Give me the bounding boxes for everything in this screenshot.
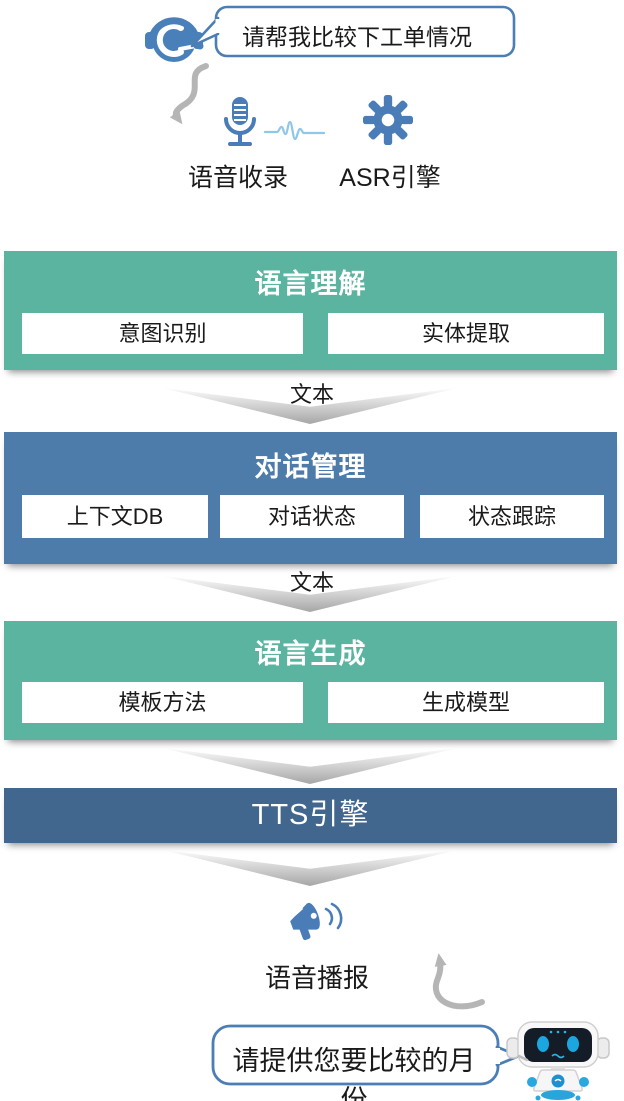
agent-headset-icon: [145, 17, 204, 62]
nlu-item-entity-extraction: 实体提取: [328, 313, 604, 354]
connector-dm-nlg-label: 文本: [289, 570, 334, 595]
stage-nlu-title: 语言理解: [254, 269, 367, 299]
stage-block-dm: 对话管理 上下文DB 对话状态 状态跟踪: [4, 432, 617, 564]
gear-icon: [363, 95, 413, 145]
nlu-item-intent-recognition: 意图识别: [22, 313, 303, 354]
bot-speech-bubble-text: 请提供您要比较的月份: [232, 1046, 476, 1101]
robot-icon: [506, 1021, 610, 1101]
stage-nlg-title: 语言生成: [254, 639, 367, 669]
megaphone-icon: [290, 902, 343, 941]
voice-capture-label: 语音收录: [187, 164, 288, 192]
nlg-item-generative-model: 生成模型: [328, 682, 604, 723]
dm-item-state-tracking: 状态跟踪: [420, 495, 604, 538]
stage-tts-title: TTS引擎: [251, 799, 370, 831]
stage-block-tts: TTS引擎: [4, 788, 617, 843]
dm-item-context-db: 上下文DB: [22, 495, 208, 538]
stage-block-nlu: 语言理解 意图识别 实体提取: [4, 251, 617, 370]
user-speech-bubble-text: 请帮我比较下工单情况: [242, 24, 472, 50]
chevron-arrow-icon: [163, 748, 457, 784]
bot-speech-bubble: [211, 1024, 521, 1086]
curved-arrow-down-icon: [169, 63, 209, 125]
user-speech-bubble: [190, 5, 516, 58]
nlg-item-template-method: 模板方法: [22, 682, 303, 723]
stage-dm-title: 对话管理: [254, 452, 367, 482]
connector-nlu-dm-label: 文本: [289, 382, 334, 407]
microphone-icon: [224, 97, 256, 146]
chevron-arrow-icon: [163, 850, 457, 886]
waveform-icon: [263, 120, 326, 141]
asr-engine-label: ASR引擎: [339, 164, 441, 192]
dm-item-dialog-state: 对话状态: [220, 495, 404, 538]
curved-arrow-up-icon: [433, 953, 485, 1010]
voice-broadcast-label: 语音播报: [264, 963, 369, 993]
stage-block-nlg: 语言生成 模板方法 生成模型: [4, 621, 617, 740]
